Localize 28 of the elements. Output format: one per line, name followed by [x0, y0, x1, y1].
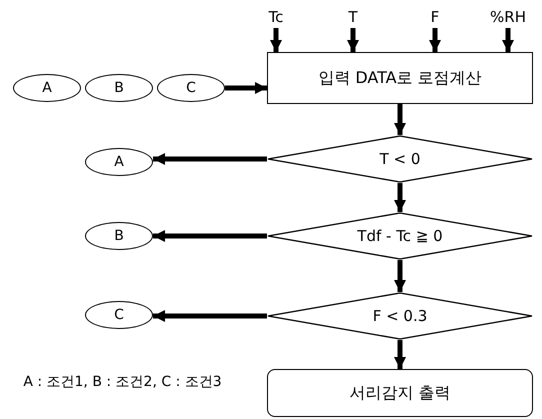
decision-diamond: T < 0 — [267, 135, 533, 183]
input-label: Tc — [261, 6, 291, 28]
condition-ellipse: A — [13, 74, 81, 102]
input-label: %RH — [486, 6, 530, 28]
arrow — [502, 28, 514, 52]
arrow — [153, 230, 267, 242]
arrow — [153, 310, 267, 322]
condition-ellipse: A — [85, 148, 153, 176]
decision-diamond: F < 0.3 — [267, 292, 533, 340]
output-box: 서리감지 출력 — [267, 369, 533, 417]
arrow — [394, 260, 406, 292]
arrow — [347, 28, 359, 52]
arrow — [394, 183, 406, 212]
input-label: T — [338, 6, 368, 28]
condition-ellipse: B — [85, 74, 153, 102]
arrow — [270, 28, 282, 52]
arrow — [225, 82, 267, 94]
process-box: 입력 DATA로 로점계산 — [267, 52, 533, 104]
arrow — [394, 340, 406, 369]
arrow — [394, 104, 406, 135]
decision-diamond: Tdf - Tc ≧ 0 — [267, 212, 533, 260]
arrow — [429, 28, 441, 52]
input-label: F — [420, 6, 450, 28]
condition-ellipse: C — [85, 301, 153, 329]
arrow — [153, 153, 267, 165]
legend-note: A : 조건1, B : 조건2, C : 조건3 — [22, 373, 223, 392]
condition-ellipse: C — [157, 74, 225, 102]
condition-ellipse: B — [85, 222, 153, 250]
